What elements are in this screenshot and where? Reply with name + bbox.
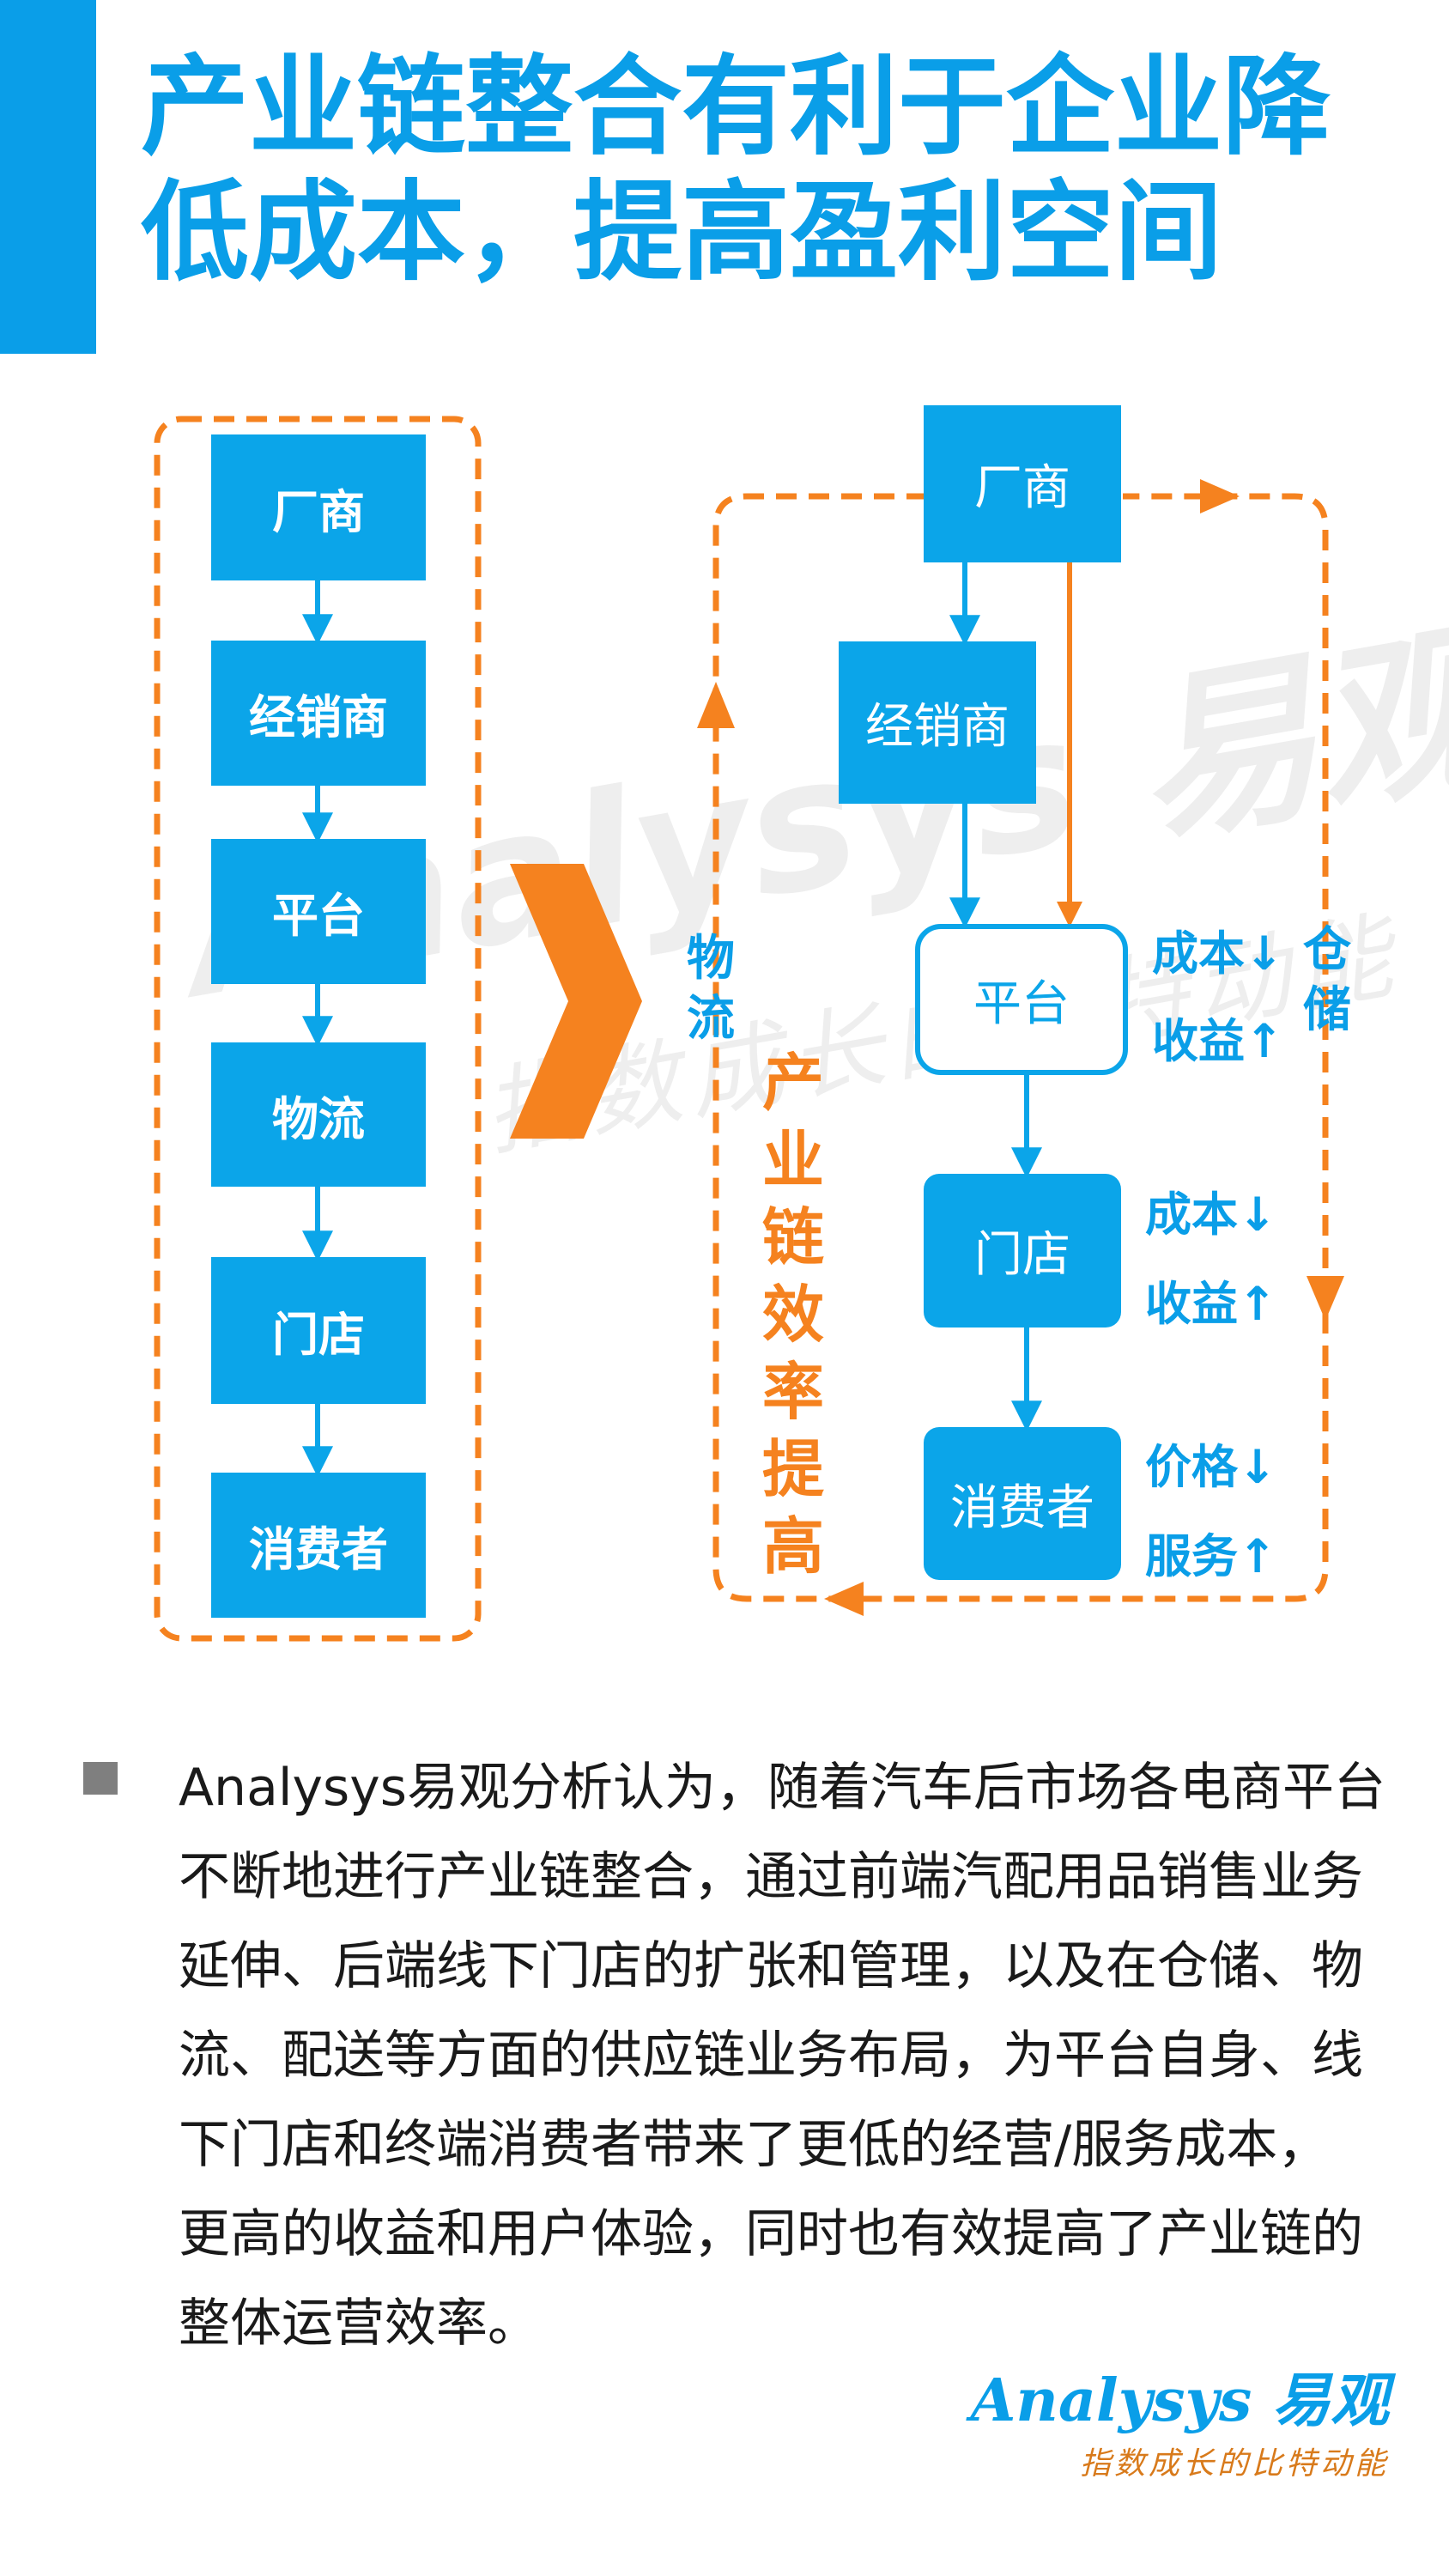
consumer-price-label: 价格↓ (1145, 1440, 1277, 1494)
transition-chevron (510, 864, 642, 1139)
paragraph-line: 延伸、后端线下门店的扩张和管理，以及在仓储、物 (179, 1936, 1363, 1996)
left-box-store: 门店 (211, 1257, 426, 1404)
left-box-consumer: 消费者 (211, 1473, 426, 1618)
efficiency-char-3: 链 (762, 1201, 825, 1273)
paragraph-line: 不断地进行产业链整合，通过前端汽配用品销售业务 (179, 1847, 1363, 1907)
left-dashed-frame (154, 416, 482, 1642)
efficiency-char-2: 业 (762, 1124, 825, 1196)
title-line-2: 低成本，提高盈利空间 (141, 169, 1222, 295)
efficiency-char-7: 高 (762, 1510, 825, 1583)
paragraph-line: 整体运营效率。 (179, 2293, 539, 2354)
title-accent-bar (0, 0, 96, 354)
efficiency-char-5: 率 (762, 1356, 825, 1428)
bullet-square (83, 1762, 118, 1795)
loop-arrow-down (1307, 1276, 1344, 1321)
analysis-paragraph: Analysys易观分析认为，随着汽车后市场各电商平台 不断地进行产业链整合，通… (179, 1743, 1397, 2368)
left-box-manufacturer: 厂商 (211, 434, 426, 580)
loop-arrow-left (824, 1582, 864, 1616)
title-line-1: 产业链整合有利于企业降 (141, 44, 1331, 170)
store-cost-label: 成本↓ (1145, 1188, 1277, 1242)
logo-tagline: 指数成长的比特动能 (1079, 2446, 1389, 2482)
right-box-store: 门店 (924, 1174, 1121, 1327)
paragraph-line: 下门店和终端消费者带来了更低的经营/服务成本， (179, 2115, 1330, 2175)
efficiency-char-6: 提 (762, 1433, 825, 1505)
efficiency-label: 产 业 链 效 率 提 高 (762, 1044, 824, 1585)
left-box-logistics: 物流 (211, 1042, 426, 1187)
paragraph-line: Analysys易观分析认为，随着汽车后市场各电商平台 (179, 1758, 1386, 1818)
paragraph-line: 更高的收益和用户体验，同时也有效提高了产业链的 (179, 2204, 1363, 2264)
right-box-consumer: 消费者 (924, 1427, 1121, 1580)
efficiency-char-1: 产 (762, 1047, 825, 1119)
right-box-platform: 平台 (915, 924, 1128, 1075)
logistics-char-1: 物 (687, 931, 735, 987)
logo-text: Analysys 易观 (970, 2366, 1389, 2435)
warehouse-char-1: 仓 (1303, 922, 1351, 978)
paragraph-line: 流、配送等方面的供应链业务布局，为平台自身、线 (179, 2026, 1363, 2086)
right-dashed-loop (712, 493, 1329, 1602)
left-box-platform: 平台 (211, 839, 426, 984)
platform-revenue-label: 收益↑ (1152, 1014, 1284, 1068)
efficiency-char-4: 效 (762, 1279, 825, 1351)
logistics-char-2: 流 (687, 991, 735, 1047)
right-box-distributor: 经销商 (839, 641, 1036, 804)
store-revenue-label: 收益↑ (1145, 1277, 1277, 1331)
analysys-logo: Analysys 易观 指数成长的比特动能 (971, 2353, 1389, 2499)
loop-arrow-up (697, 682, 735, 728)
platform-cost-label: 成本↓ (1152, 927, 1284, 981)
page-title: 产业链整合有利于企业降 低成本，提高盈利空间 (141, 45, 1428, 295)
left-box-distributor: 经销商 (211, 641, 426, 786)
warehouse-label: 仓 储 (1303, 920, 1351, 1041)
logistics-label: 物 流 (687, 929, 735, 1049)
warehouse-char-2: 储 (1303, 982, 1351, 1038)
right-box-manufacturer: 厂商 (924, 405, 1121, 562)
loop-arrow-right (1200, 479, 1240, 513)
diagram-connectors (154, 416, 1344, 1642)
consumer-service-label: 服务↑ (1145, 1529, 1277, 1583)
